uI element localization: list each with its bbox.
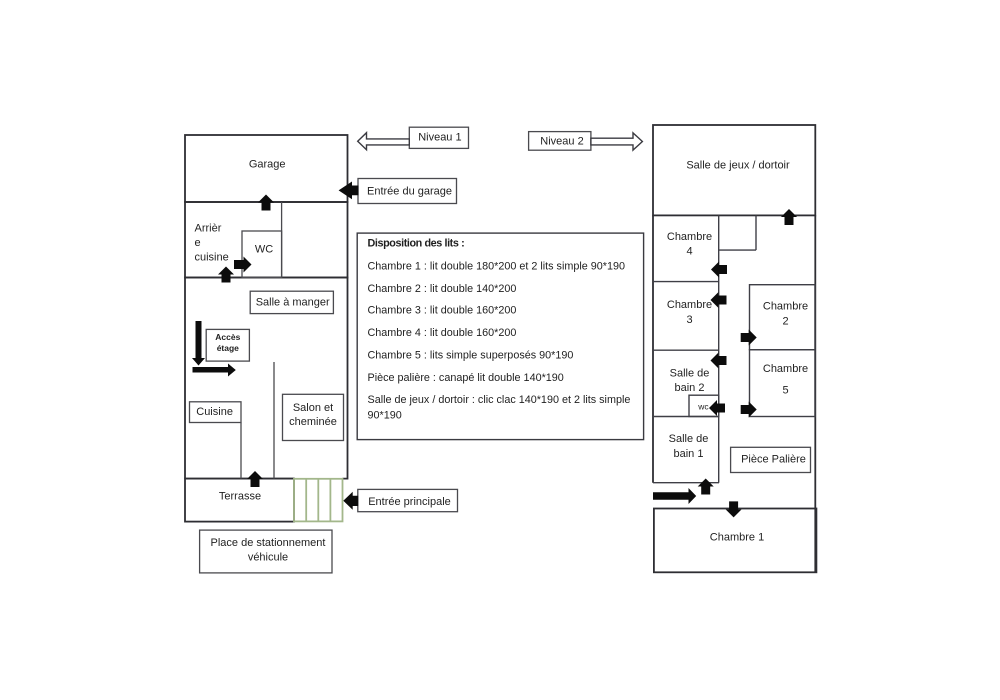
- svg-text:4: 4: [686, 245, 692, 257]
- svg-text:Chambre: Chambre: [667, 299, 712, 311]
- svg-text:Garage: Garage: [249, 158, 286, 170]
- svg-text:étage: étage: [217, 343, 239, 353]
- svg-text:Salle de jeux / dortoir : clic: Salle de jeux / dortoir : clic clac 140*…: [368, 394, 631, 406]
- svg-text:Cuisine: Cuisine: [196, 406, 233, 418]
- svg-text:Entrée principale: Entrée principale: [368, 496, 451, 508]
- svg-text:Chambre: Chambre: [763, 363, 808, 375]
- svg-text:Accès: Accès: [215, 332, 240, 342]
- svg-text:wc: wc: [697, 402, 709, 412]
- svg-text:Chambre 2 : lit double 140*200: Chambre 2 : lit double 140*200: [368, 283, 517, 295]
- svg-text:Niveau 1: Niveau 1: [418, 132, 461, 144]
- svg-text:Salle de: Salle de: [669, 433, 709, 445]
- svg-text:Place de stationnement: Place de stationnement: [211, 537, 326, 549]
- svg-text:WC: WC: [255, 243, 273, 255]
- svg-text:Disposition des lits :: Disposition des lits :: [368, 238, 465, 250]
- svg-text:Salle de jeux / dortoir: Salle de jeux / dortoir: [686, 159, 790, 171]
- svg-text:Chambre: Chambre: [763, 300, 808, 312]
- svg-text:Arrièr: Arrièr: [195, 222, 222, 234]
- svg-text:bain 2: bain 2: [675, 382, 705, 394]
- svg-text:2: 2: [782, 315, 788, 327]
- svg-text:Terrasse: Terrasse: [219, 490, 261, 502]
- svg-text:Chambre 4 : lit double 160*200: Chambre 4 : lit double 160*200: [368, 327, 517, 339]
- svg-text:Salle à manger: Salle à manger: [256, 297, 330, 309]
- svg-text:cheminée: cheminée: [289, 416, 337, 428]
- svg-text:véhicule: véhicule: [248, 551, 288, 563]
- svg-text:Pièce Palière: Pièce Palière: [741, 454, 806, 466]
- svg-text:cuisine: cuisine: [195, 251, 229, 263]
- svg-text:5: 5: [782, 384, 788, 396]
- svg-text:3: 3: [686, 314, 692, 326]
- svg-text:Chambre: Chambre: [667, 231, 712, 243]
- svg-text:Chambre 3 : lit double 160*200: Chambre 3 : lit double 160*200: [368, 304, 517, 316]
- svg-text:Entrée du garage: Entrée du garage: [367, 186, 452, 198]
- svg-text:Chambre 1 : lit double 180*200: Chambre 1 : lit double 180*200 et 2 lits…: [368, 261, 626, 273]
- svg-text:Salle de: Salle de: [670, 367, 710, 379]
- svg-text:Chambre 5 : lits simple superp: Chambre 5 : lits simple superposés 90*19…: [368, 350, 574, 362]
- svg-text:bain 1: bain 1: [674, 448, 704, 460]
- svg-text:Pièce palière : canapé lit dou: Pièce palière : canapé lit double 140*19…: [368, 372, 564, 384]
- svg-text:e: e: [195, 237, 201, 249]
- svg-text:Niveau 2: Niveau 2: [540, 136, 583, 148]
- svg-text:Salon et: Salon et: [293, 402, 333, 414]
- svg-text:90*190: 90*190: [368, 409, 402, 421]
- svg-text:Chambre 1: Chambre 1: [710, 532, 764, 544]
